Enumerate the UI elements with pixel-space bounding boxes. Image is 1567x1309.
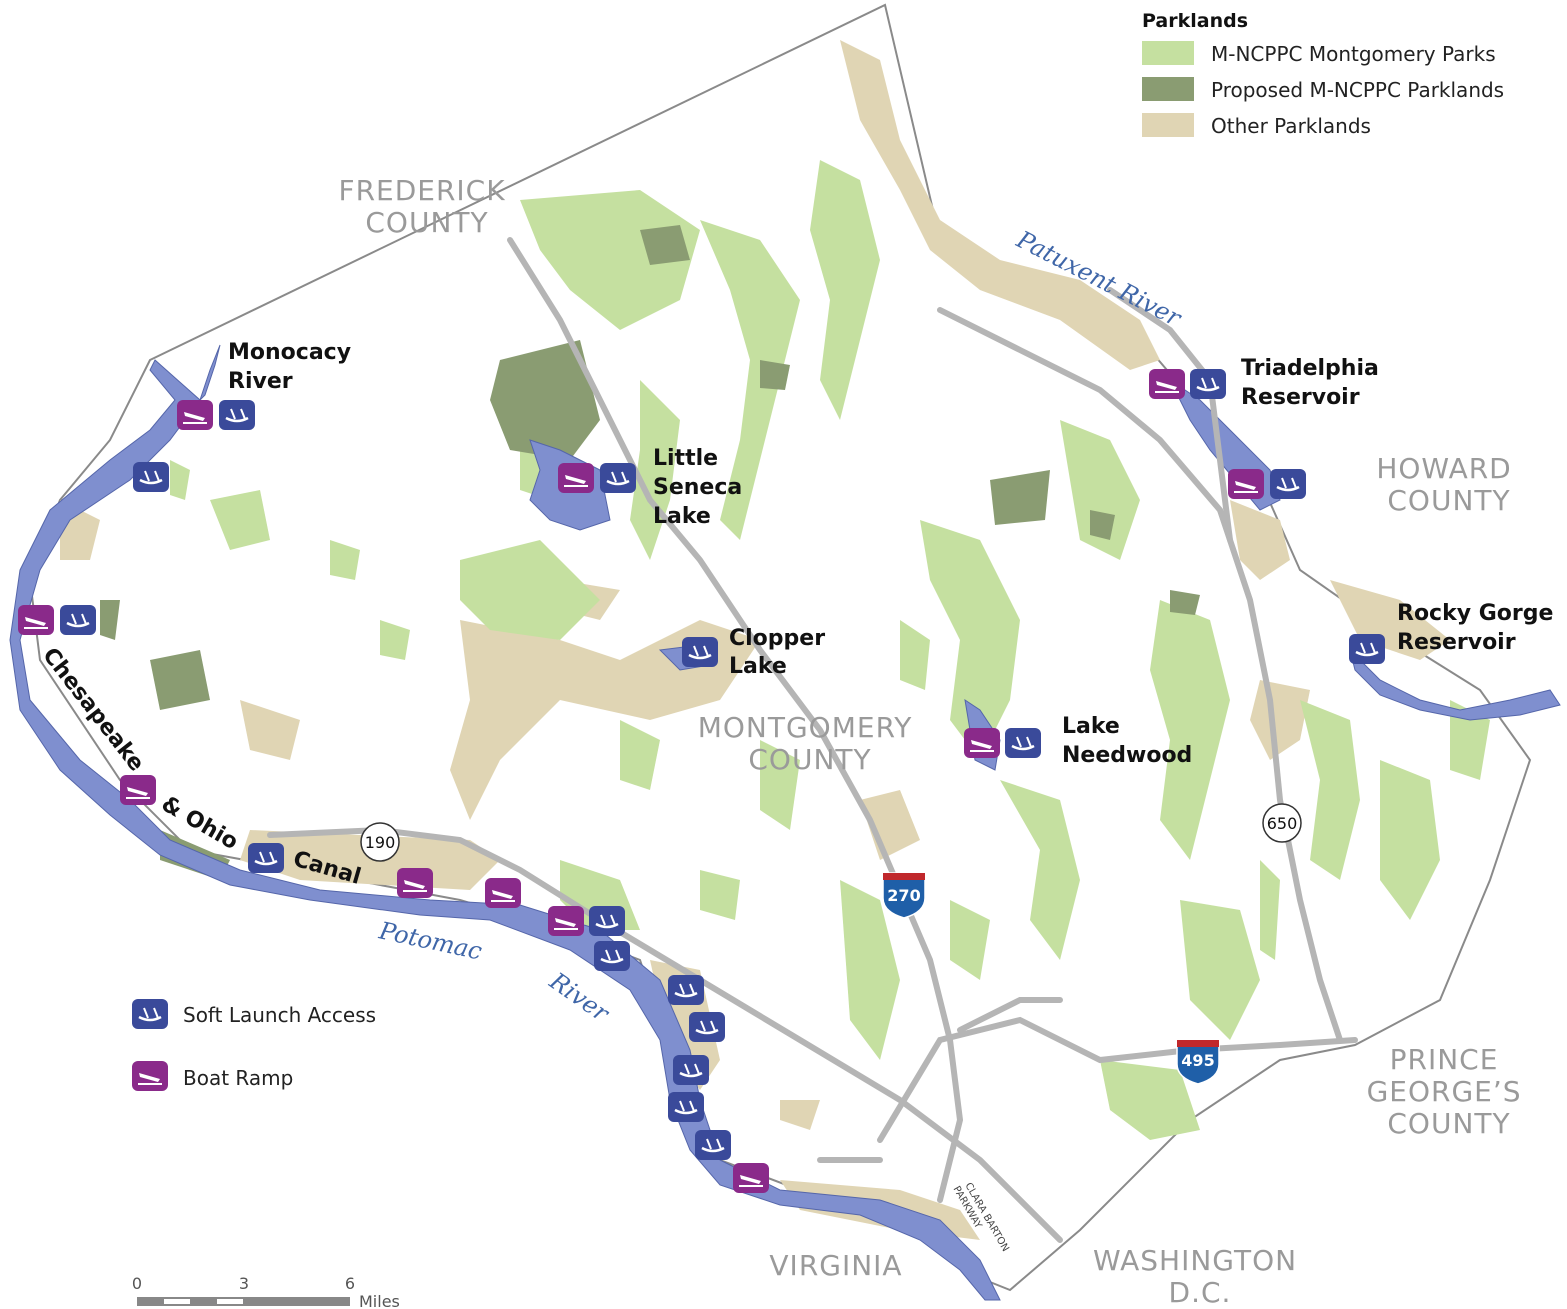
soft-launch-icon <box>680 635 720 669</box>
boat-ramp-icon <box>963 727 1001 759</box>
scale-tick-3: 3 <box>239 1274 249 1293</box>
soft-launch-icon <box>131 460 171 494</box>
soft-launch-icon <box>671 1053 711 1087</box>
road-i495 <box>877 1016 1358 1143</box>
monocacy-river <box>199 344 221 401</box>
soft-launch-icon <box>58 603 98 637</box>
region-label-virginia: VIRGINIA <box>769 1249 902 1282</box>
soft-launch-icon <box>1268 467 1308 501</box>
region-label-dc: WASHINGTON D.C. <box>1093 1244 1307 1309</box>
parklands-legend: Parklands M-NCPPC Montgomery Parks Propo… <box>1142 10 1504 138</box>
route-190-marker: 190 <box>360 822 400 862</box>
interstate-270-shield: 270 <box>882 872 926 919</box>
legend-label-boat-ramp: Boat Ramp <box>183 1066 293 1090</box>
svg-text:650: 650 <box>1267 814 1298 833</box>
legend-canoe-icon <box>130 997 170 1031</box>
soft-launch-icon <box>687 1010 727 1044</box>
rocky-gorge-reservoir <box>1349 648 1561 721</box>
label-little-seneca-lake: Little Seneca Lake <box>653 446 750 529</box>
road-650 <box>937 307 1343 1043</box>
soft-launch-icon <box>1188 367 1228 401</box>
route-650-marker: 650 <box>1262 803 1302 843</box>
soft-launch-icon <box>693 1128 733 1162</box>
legend-label-montgomery-parks: M-NCPPC Montgomery Parks <box>1211 42 1496 66</box>
label-potomac-river: River <box>544 966 615 1028</box>
svg-text:270: 270 <box>887 886 920 905</box>
soft-launch-icon <box>666 1090 706 1124</box>
soft-launch-icon <box>598 461 638 495</box>
potomac-river <box>9 359 1001 1301</box>
svg-text:190: 190 <box>365 833 396 852</box>
soft-launch-icon <box>217 398 257 432</box>
boat-ramp-icon <box>176 399 214 431</box>
label-potomac: Potomac <box>376 916 485 965</box>
boat-ramp-icon <box>484 877 522 909</box>
road-190 <box>267 826 1063 1243</box>
region-label-howard: HOWARD COUNTY <box>1376 452 1521 517</box>
boat-ramp-icon <box>17 604 55 636</box>
boat-ramp-icon <box>732 1162 770 1194</box>
legend-label-proposed-parklands: Proposed M-NCPPC Parklands <box>1211 78 1504 102</box>
soft-launch-icon <box>592 939 632 973</box>
soft-launch-icon <box>666 973 706 1007</box>
boat-ramp-icon <box>396 867 434 899</box>
scale-bar: 0 3 6 Miles <box>132 1274 400 1309</box>
legend-label-soft-launch: Soft Launch Access <box>183 1003 376 1027</box>
boat-ramp-icon <box>547 905 585 937</box>
label-clopper-lake: Clopper Lake <box>729 626 833 679</box>
svg-text:495: 495 <box>1181 1051 1214 1070</box>
soft-launch-icon <box>587 904 627 938</box>
legend-title: Parklands <box>1142 10 1248 32</box>
legend-swatch-montgomery-parks <box>1142 41 1194 65</box>
access-legend: Soft Launch Access Boat Ramp <box>130 997 376 1092</box>
boat-ramp-icon <box>557 462 595 494</box>
soft-launch-icon <box>1003 726 1043 760</box>
road-connector <box>957 997 1063 1033</box>
legend-swatch-proposed-parklands <box>1142 77 1194 101</box>
label-lake-needwood: Lake Needwood <box>1062 714 1192 768</box>
label-monocacy-river: Monocacy River <box>228 340 359 394</box>
region-label-frederick: FREDERICK COUNTY <box>338 174 515 239</box>
label-triadelphia-reservoir: Triadelphia Reservoir <box>1241 356 1387 410</box>
scale-bar-body <box>137 1297 350 1306</box>
boat-ramp-icon <box>1227 468 1265 500</box>
montgomery-parks <box>170 160 1490 1140</box>
boat-ramp-icon <box>119 774 157 806</box>
soft-launch-icon <box>1347 632 1387 666</box>
soft-launch-icon <box>246 841 286 875</box>
interstate-495-shield: 495 <box>1176 1039 1220 1085</box>
scale-unit: Miles <box>359 1292 400 1309</box>
scale-tick-6: 6 <box>345 1274 355 1293</box>
legend-boat-trailer-icon <box>131 1060 169 1092</box>
legend-label-other-parklands: Other Parklands <box>1211 114 1371 138</box>
region-label-montgomery: MONTGOMERY COUNTY <box>698 711 923 776</box>
boat-ramp-icon <box>1148 368 1186 400</box>
region-label-prince-georges: PRINCE GEORGE’S COUNTY <box>1367 1043 1532 1140</box>
legend-swatch-other-parklands <box>1142 113 1194 137</box>
scale-tick-0: 0 <box>132 1274 142 1293</box>
label-rocky-gorge-reservoir: Rocky Gorge Reservoir <box>1397 601 1561 655</box>
